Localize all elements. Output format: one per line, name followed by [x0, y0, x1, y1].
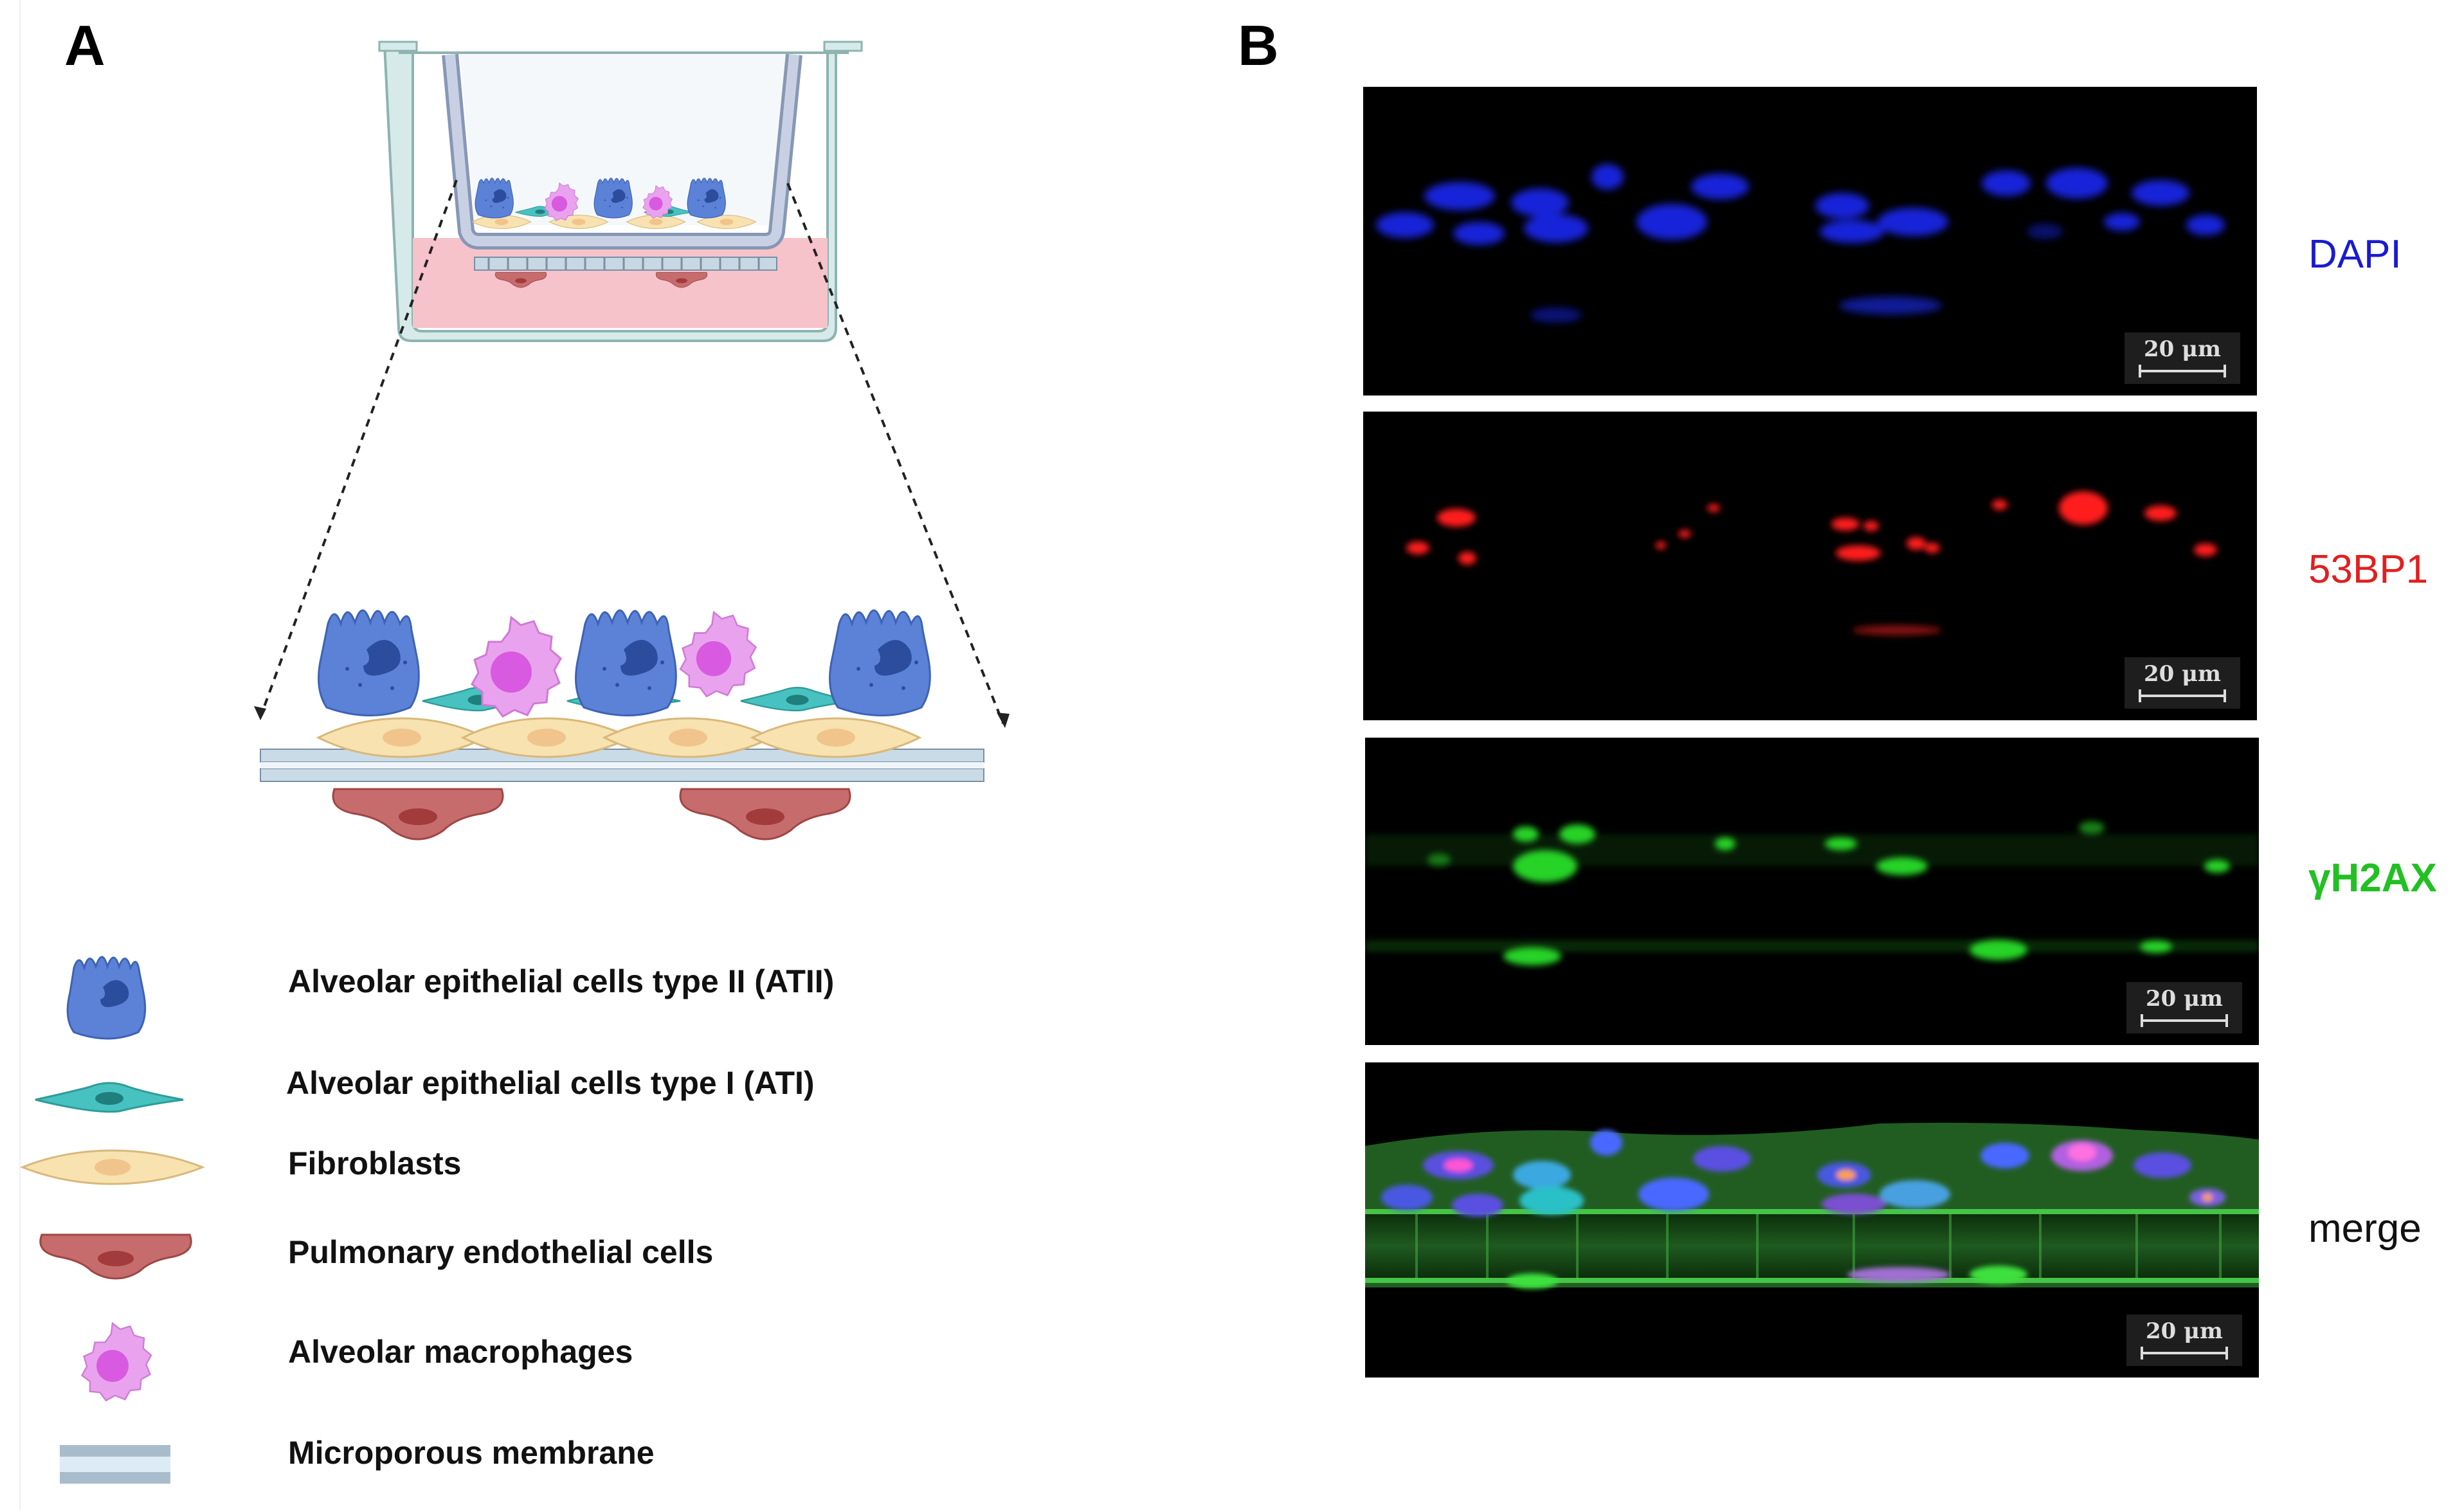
legend-label-atii: Alveolar epithelial cells type II (ATII): [288, 963, 834, 1000]
membrane-icon: [60, 1445, 170, 1484]
ati-cell-icon: [35, 1083, 183, 1112]
channel-label-53bp1: 53BP1: [2308, 547, 2428, 592]
micrograph-merge: 20 μm: [1365, 1062, 2259, 1378]
fibroblast-icon: [23, 1151, 203, 1184]
legend-label-membrane: Microporous membrane: [288, 1434, 655, 1471]
scale-bar: 20 μm: [2126, 1314, 2242, 1366]
legend-label-macrophages: Alveolar macrophages: [288, 1333, 633, 1370]
scale-bar: 20 μm: [2124, 332, 2240, 384]
legend-label-ati: Alveolar epithelial cells type I (ATI): [286, 1064, 815, 1102]
micrograph-dapi: 20 μm: [1363, 87, 2257, 396]
channel-label-merge: merge: [2308, 1206, 2422, 1251]
channel-label-gh2ax: γH2AX: [2308, 855, 2437, 901]
endothelial-cell-icon: [41, 1235, 191, 1278]
macrophage-icon: [82, 1324, 151, 1401]
channel-label-dapi: DAPI: [2308, 232, 2402, 277]
micrograph-gh2ax: 20 μm: [1365, 738, 2259, 1045]
transwell-diagram: [0, 0, 1093, 875]
legend-label-endothelial: Pulmonary endothelial cells: [288, 1233, 713, 1271]
micrograph-53bp1: 20 μm: [1363, 412, 2257, 720]
atii-cell-icon: [68, 957, 145, 1039]
panel-b-label: B: [1238, 13, 1279, 78]
legend-label-fibroblasts: Fibroblasts: [288, 1145, 461, 1182]
legend-icons: [19, 939, 212, 1505]
scale-bar: 20 μm: [2126, 982, 2242, 1033]
scale-bar: 20 μm: [2124, 657, 2240, 709]
